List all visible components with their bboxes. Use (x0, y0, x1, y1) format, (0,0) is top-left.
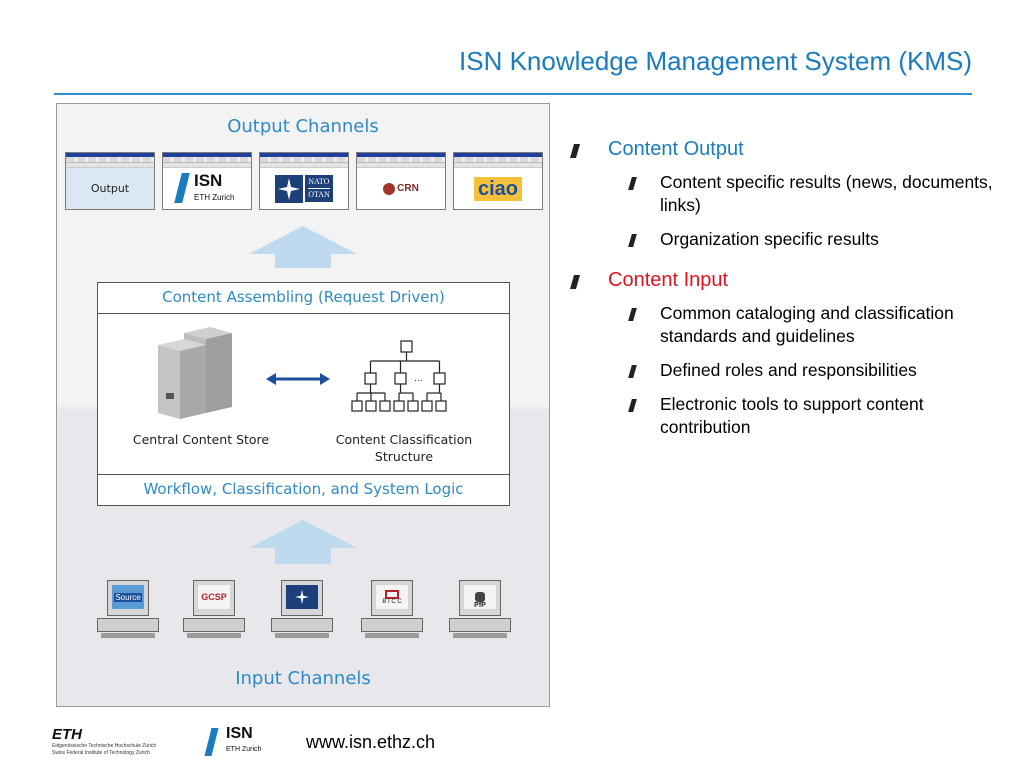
output-channels-row: Output ISN ETH Zurich (65, 152, 543, 210)
crn-globe-icon (383, 182, 396, 195)
list-item: Defined roles and responsibilities (568, 359, 1018, 382)
pfp-screen-text: PfP (474, 602, 486, 609)
output-arrow-icon (249, 226, 357, 268)
bullet-heading: Content Input (608, 269, 729, 291)
gcsp-screen-text: GCSP (201, 592, 227, 602)
output-channel-isn: ISN ETH Zurich (162, 152, 252, 210)
input-channel-nato (271, 580, 333, 640)
input-channels-heading: Input Channels (235, 668, 371, 689)
workflow-logic-title: Workflow, Classification, and System Log… (98, 474, 509, 505)
bullet-content-input: Content Input (568, 269, 1018, 292)
output-channel-nato: NATO OTAN (259, 152, 349, 210)
sub-bullet-marker-icon (628, 365, 637, 378)
bullet-list: Content Output Content specific results … (568, 138, 1018, 450)
input-channel-bicc: B I C C (361, 580, 423, 640)
bullet-heading: Content Output (608, 138, 744, 160)
nato-text: NATO (308, 177, 330, 186)
eth-logo: ETH Eidgenössische Technische Hochschule… (52, 726, 192, 762)
input-channel-source: Source (97, 580, 159, 640)
server-store-icon (158, 327, 232, 419)
isn-logo-icon (174, 172, 190, 203)
input-channel-pfp: PfP (449, 580, 511, 640)
eth-logo-text: ETH (52, 726, 82, 743)
nato-star-icon (275, 174, 304, 203)
source-screen-text: Source (114, 592, 142, 602)
input-channel-gcsp: GCSP (183, 580, 245, 640)
bullet-content-output: Content Output (568, 138, 1018, 161)
crn-logo-text: CRN (397, 183, 419, 194)
isn-logo-icon (204, 728, 219, 756)
output-channel-ciao: ciao (453, 152, 543, 210)
title-divider (54, 93, 972, 95)
slide-title: ISN Knowledge Management System (KMS) (459, 46, 972, 76)
bicc-logo-icon (385, 589, 399, 599)
list-item: Common cataloging and classification sta… (568, 302, 1018, 348)
sub-bullet-marker-icon (628, 177, 637, 190)
output-channel-label: Output (90, 182, 130, 195)
sub-bullet-marker-icon (628, 234, 637, 247)
pfp-logo-icon (475, 592, 485, 602)
list-item: Electronic tools to support content cont… (568, 393, 1018, 439)
output-channel-crn: CRN (356, 152, 446, 210)
nato-star-icon (294, 589, 310, 605)
eth-logo-line1: Eidgenössische Technische Hochschule Zür… (52, 743, 157, 749)
isn-logo-text: ISN (194, 170, 223, 190)
footer-url-link[interactable]: www.isn.ethz.ch (306, 732, 436, 752)
svg-text:...: ... (414, 374, 423, 384)
output-channels-heading: Output Channels (227, 116, 379, 137)
sub-bullet-marker-icon (628, 308, 637, 321)
content-assembling-title: Content Assembling (Request Driven) (98, 283, 509, 314)
classification-label-line2: Structure (374, 449, 434, 464)
sub-bullet-marker-icon (628, 399, 637, 412)
classification-label-line1: Content Classification (335, 432, 473, 447)
bullet-marker-icon (569, 275, 581, 289)
isn-logo-subtext: ETH Zurich (194, 192, 235, 202)
ciao-logo-text: ciao (473, 176, 523, 201)
bidirectional-arrow-icon (266, 373, 330, 385)
content-assembling-box: Content Assembling (Request Driven) (97, 282, 510, 506)
input-arrow-icon (249, 520, 357, 564)
isn-footer-text: ISN (226, 725, 253, 742)
bicc-screen-text: B I C C (382, 598, 402, 605)
eth-logo-line2: Swiss Federal Institute of Technology Zu… (52, 750, 150, 756)
list-item: Organization specific results (568, 228, 1018, 251)
otan-text: OTAN (308, 188, 330, 199)
isn-footer-logo: ISN ETH Zurich (204, 725, 286, 761)
isn-footer-subtext: ETH Zurich (226, 746, 262, 753)
list-item: Content specific results (news, document… (568, 171, 1018, 217)
classification-tree-icon: ... (351, 340, 447, 412)
kms-diagram: Output Channels Output ISN ETH Zurich (56, 103, 550, 707)
output-channel-output: Output (65, 152, 155, 210)
bullet-marker-icon (569, 144, 581, 158)
central-content-store-label: Central Content Store (132, 432, 270, 447)
